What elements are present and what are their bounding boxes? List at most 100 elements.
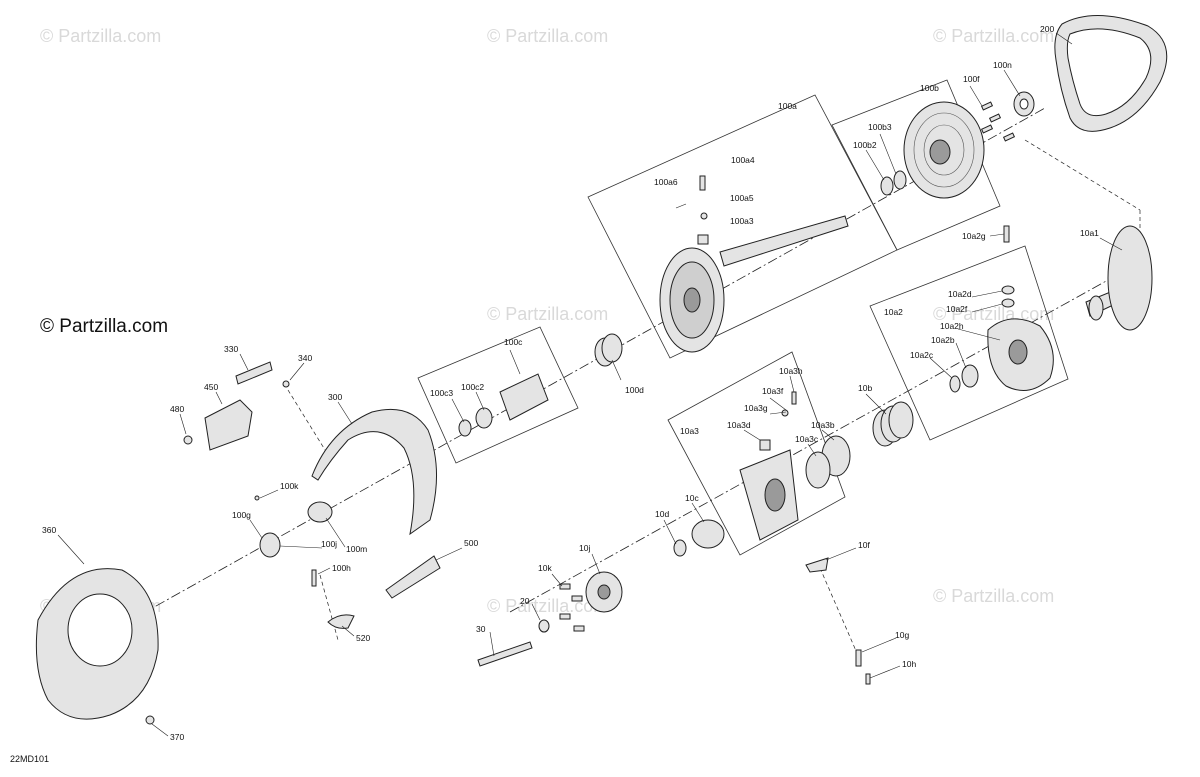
callout-100d: 100d [625,385,644,395]
part-10b-spring [872,401,914,447]
group-box-10a2 [869,245,1069,441]
part-100g-nut [259,532,281,558]
callout-10a3g: 10a3g [744,403,768,413]
callout-10d: 10d [655,509,669,519]
part-100k-pin [254,495,260,501]
callout-300: 300 [328,392,342,402]
callout-100a6: 100a6 [654,177,678,187]
part-10a3h-screw [791,391,797,405]
part-100f-screws [980,101,1016,142]
callout-10a2f: 10a2f [946,304,968,314]
callout-370: 370 [170,732,184,742]
group-boxes [417,79,1069,556]
callout-100j: 100j [321,539,337,549]
callout-100c3: 100c3 [430,388,453,398]
callout-10c: 10c [685,493,699,503]
callout-10g: 10g [895,630,909,640]
part-520-clip [327,614,355,629]
part-100a-hardware [675,175,709,245]
part-360-opening [67,593,133,667]
part-10a2d-washer [1001,285,1015,295]
callout-10a3: 10a3 [680,426,699,436]
callout-100b2: 100b2 [853,140,877,150]
watermark-bottom-right: © Partzilla.com [933,586,1054,606]
part-300-guard [311,408,437,536]
callout-100c: 100c [504,337,523,347]
centerlines [139,107,1141,661]
part-10h-screw [865,673,871,685]
watermark-top-right: © Partzilla.com [933,26,1054,46]
part-10a3g-washer [781,409,789,417]
callout-200: 200 [1040,24,1054,34]
part-200-drive-belt [1054,15,1168,132]
callout-10k: 10k [538,563,552,573]
part-10a2g-screw [1003,225,1010,243]
callout-100m: 100m [346,544,367,554]
callout-360: 360 [42,525,56,535]
part-340-nut [282,380,290,388]
part-10a3c-ring [805,451,831,489]
watermark-main-logo: © Partzilla.com [40,316,168,337]
part-100a5-washer [700,212,708,220]
callout-100a4: 100a4 [731,155,755,165]
callout-500: 500 [464,538,478,548]
part-100b3-ring [893,170,907,190]
watermark-mid-center: © Partzilla.com [487,304,608,324]
callout-10a3b: 10a3b [811,420,835,430]
callout-340: 340 [298,353,312,363]
part-10a2b-bushing [961,364,979,388]
callout-10j: 10j [579,543,590,553]
part-10a3-assembly [739,391,851,541]
callout-10f: 10f [858,540,870,550]
callout-100k: 100k [280,481,299,491]
watermark-top-left: © Partzilla.com [40,26,161,46]
main-axis [139,107,1046,616]
part-330-bracket [235,361,273,385]
part-340-guide [287,389,331,459]
part-100a-shaft-sheave [659,215,849,353]
part-100d-spring [594,333,623,367]
callout-10a1: 10a1 [1080,228,1099,238]
callout-100c2: 100c2 [461,382,484,392]
callout-10a2g: 10a2g [962,231,986,241]
callout-10a3h: 10a3h [779,366,803,376]
callout-100b: 100b [920,83,939,93]
part-100b2-ring [880,176,894,196]
callout-10a3c: 10a3c [795,434,819,444]
group-box-100b [831,79,1001,251]
part-100m-washer [307,501,333,523]
callout-100a5: 100a5 [730,193,754,203]
callout-10a3d: 10a3d [727,420,751,430]
part-10c-bearing [691,519,725,549]
callout-labels: 200 100f 100n 100b 100b3 100b2 100a 100a… [42,24,1099,742]
part-500-bracket [385,555,441,599]
part-100c3-ring [458,419,472,437]
part-30-bolt [477,641,533,667]
callout-10a2d: 10a2d [948,289,972,299]
part-100a6-pin [675,203,687,209]
part-10j-hub [585,571,623,613]
part-520-guide [319,574,339,641]
part-20-washer [538,619,550,633]
callout-10a3f: 10a3f [762,386,784,396]
part-10f-clip [805,557,829,573]
callout-10a2c: 10a2c [910,350,934,360]
callout-10a2b: 10a2b [931,335,955,345]
part-100c-cam [458,373,549,437]
part-10g-pin [855,649,862,667]
part-100h-screw [311,569,317,587]
callout-100b3: 100b3 [868,122,892,132]
belt-guide-line [1024,139,1141,211]
secondary-axis [509,279,1109,613]
callout-100h: 100h [332,563,351,573]
callout-10h: 10h [902,659,916,669]
callout-10a2h: 10a2h [940,321,964,331]
callout-100a3: 100a3 [730,216,754,226]
callout-520: 520 [356,633,370,643]
part-10k-screws [559,583,585,632]
group-box-100c [417,326,579,464]
callout-10a2: 10a2 [884,307,903,317]
parts [35,15,1168,725]
part-10a2-assembly [949,225,1054,393]
